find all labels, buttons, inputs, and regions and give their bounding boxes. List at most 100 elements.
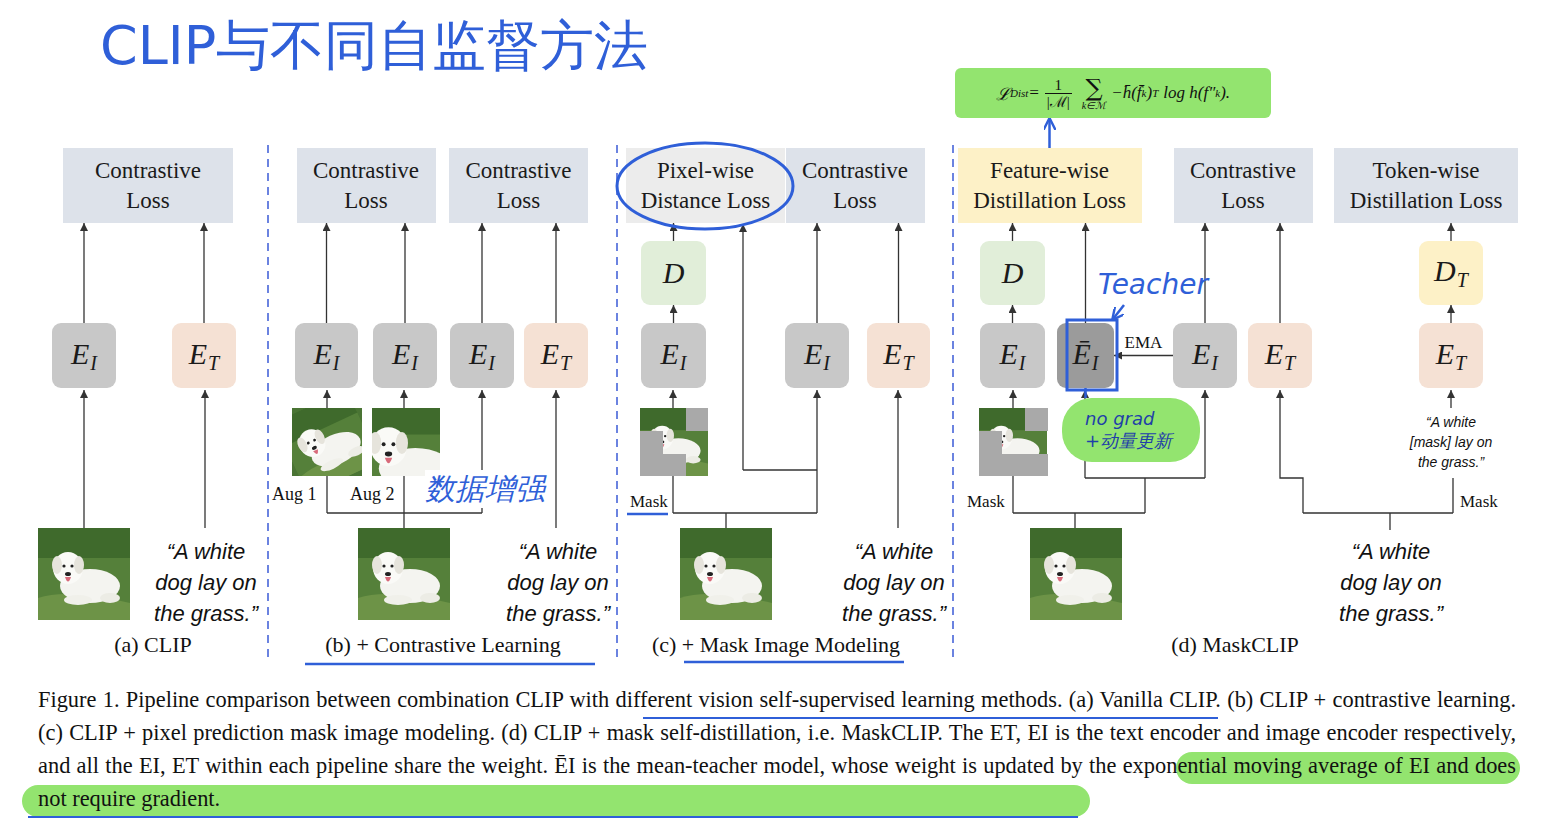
- subscript: I: [1211, 352, 1218, 374]
- note-group: no grad +动量更新: [1085, 408, 1177, 452]
- augment-label: Aug 2: [350, 484, 395, 506]
- encoder-box: EI: [52, 323, 116, 388]
- equation-part: T: [1152, 87, 1158, 99]
- loss-box: Contrastive Loss: [449, 148, 588, 223]
- encoder-box: EI: [1173, 323, 1237, 388]
- arrow-connector: [1084, 388, 1087, 398]
- arrow-connector: [1012, 223, 1013, 241]
- symbol-label: EI: [804, 337, 830, 375]
- equation-part: ℒ: [996, 82, 1010, 105]
- symbol-letter: E: [541, 337, 559, 370]
- symbol-letter: E: [1192, 337, 1210, 370]
- subscript: I: [1092, 352, 1099, 374]
- handwritten-title: CLIP与不同自监督方法: [100, 14, 648, 79]
- equation-part: k: [1215, 87, 1220, 99]
- symbol-label: ET: [883, 337, 913, 375]
- encoder-box: EI: [373, 323, 437, 388]
- symbol-label: ET: [189, 337, 219, 375]
- symbol-label: DT: [1434, 254, 1468, 292]
- equation-part: k∈ℳ: [1082, 100, 1106, 111]
- panel-label: (a) CLIP: [38, 632, 268, 658]
- symbol-letter: E: [804, 337, 822, 370]
- equation: ℒDist=1|ℳ|∑k∈ℳ−h̄(f̄k)Tlog h(f″k).: [996, 76, 1230, 111]
- symbol-label: D: [1002, 256, 1024, 290]
- subscript: I: [333, 352, 340, 374]
- box-label: Contrastive Loss: [304, 156, 429, 216]
- box-label: Contrastive Loss: [86, 156, 211, 216]
- handwritten-note: Teacher: [1098, 268, 1208, 302]
- subscript: I: [823, 352, 830, 374]
- loss-box: Contrastive Loss: [786, 148, 925, 223]
- subscript: I: [1019, 352, 1026, 374]
- symbol-letter: E: [314, 337, 332, 370]
- symbol-letter: E: [71, 337, 89, 370]
- arrow-connector: [1012, 305, 1013, 323]
- arrow-connector: [1279, 223, 1280, 323]
- subscript: T: [1457, 269, 1468, 291]
- arrow-connector: [404, 223, 405, 323]
- loss-box: Contrastive Loss: [63, 148, 233, 223]
- decoder-box: DT: [1419, 241, 1483, 305]
- encoder-box: EI: [295, 323, 358, 388]
- loss-box: Token-wise Distillation Loss: [1334, 148, 1518, 223]
- equation-part: −h̄(f̄: [1111, 83, 1141, 103]
- box-label-group: Contrastive Loss: [1181, 156, 1306, 216]
- equation-highlight: ℒDist=1|ℳ|∑k∈ℳ−h̄(f̄k)Tlog h(f″k).: [955, 68, 1271, 118]
- arrow-connector: [1450, 305, 1451, 323]
- subscript: T: [208, 352, 219, 374]
- arrow-connector: [673, 223, 674, 241]
- arrow-connector: [1085, 223, 1086, 323]
- mask-label: Mask: [967, 492, 1005, 512]
- edge-label: EMA: [1123, 334, 1165, 353]
- loss-box: Contrastive Loss: [1174, 148, 1313, 223]
- box-label: Pixel-wise Distance Loss: [633, 156, 778, 216]
- fraction: 1|ℳ|: [1045, 77, 1072, 110]
- symbol-letter: E: [392, 337, 410, 370]
- symbol-letter: E: [1000, 337, 1018, 370]
- box-label-group: Contrastive Loss: [304, 156, 429, 216]
- encoder-box: EI: [980, 323, 1045, 388]
- input-text: “A white dog lay on the grass.”: [150, 536, 262, 629]
- input-text: “A white dog lay on the grass.”: [502, 536, 614, 629]
- encoder-box: ET: [1419, 323, 1483, 388]
- subscript: I: [90, 352, 97, 374]
- box-label-group: Token-wise Distillation Loss: [1341, 156, 1511, 216]
- loss-box: Contrastive Loss: [297, 148, 436, 223]
- symbol-letter: D: [663, 256, 685, 289]
- equation-part: log h(f″: [1163, 83, 1215, 103]
- figure-caption: Figure 1. Pipeline comparison between co…: [38, 683, 1516, 815]
- symbol-label: EI: [661, 337, 687, 375]
- symbol-label: EI: [314, 337, 340, 375]
- box-label-group: Contrastive Loss: [456, 156, 581, 216]
- arrow-connector: [555, 223, 556, 323]
- box-label: Contrastive Loss: [456, 156, 581, 216]
- symbol-label: EI: [1000, 337, 1026, 375]
- symbol-letter: E: [189, 337, 207, 370]
- symbol-label: EI: [469, 337, 495, 375]
- arrow-connector: [673, 305, 674, 323]
- arrow-connector: [898, 223, 899, 323]
- sum-sign: ∑k∈ℳ: [1082, 76, 1106, 111]
- box-label: Contrastive Loss: [1181, 156, 1306, 216]
- symbol-label: EI: [392, 337, 418, 375]
- loss-box: Feature-wise Distillation Loss: [958, 148, 1142, 223]
- subscript: T: [1284, 352, 1295, 374]
- symbol-letter: E: [661, 337, 679, 370]
- arrow-connector: [816, 223, 817, 323]
- handwritten-note: 数据增强: [425, 470, 545, 508]
- subscript: T: [1455, 352, 1466, 374]
- symbol-label: EI: [71, 337, 97, 375]
- encoder-box: ET: [867, 323, 930, 388]
- box-label: Contrastive Loss: [793, 156, 918, 216]
- box-label-group: Contrastive Loss: [793, 156, 918, 216]
- equation-part: ).: [1220, 83, 1230, 103]
- equation-part: Dist: [1010, 87, 1028, 99]
- box-label: Feature-wise Distillation Loss: [965, 156, 1135, 216]
- equation-part: |ℳ|: [1045, 93, 1072, 110]
- encoder-box: ET: [1248, 323, 1312, 388]
- symbol-label: ET: [1436, 337, 1466, 375]
- symbol-label: ET: [541, 337, 571, 375]
- masked-text: “A white [mask] lay on the grass.”: [1405, 412, 1497, 472]
- encoder-box: EI: [785, 323, 849, 388]
